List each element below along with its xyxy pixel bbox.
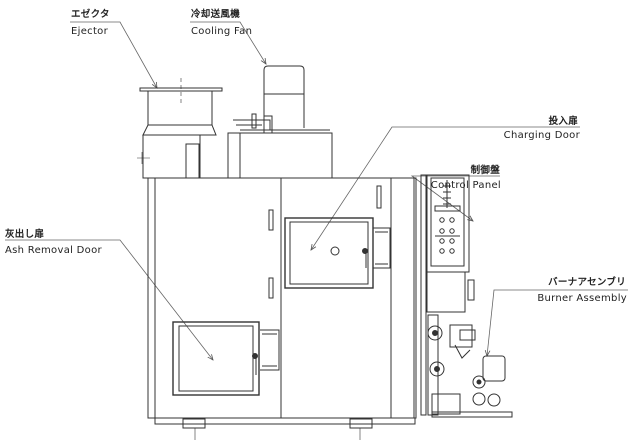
ash-removal-door-label: Ash Removal Door	[5, 245, 102, 256]
ejector-label: Ejector	[71, 26, 108, 37]
control-panel-drawing	[420, 174, 475, 416]
cooling-fan-label: Cooling Fan	[191, 26, 253, 37]
control-panel-label-jp: 制御盤	[470, 165, 500, 176]
ash-removal-door-label-jp: 灰出し扉	[5, 229, 45, 240]
charging-door-label-jp: 投入扉	[548, 116, 578, 127]
leader-lines	[5, 21, 628, 360]
charging-door-label: Charging Door	[503, 130, 580, 141]
ejector-label-jp: エゼクタ	[71, 9, 110, 20]
cooling-fan-drawing	[227, 65, 333, 179]
ejector-drawing	[137, 78, 223, 179]
control-panel-label: Control Panel	[430, 180, 501, 191]
burner-assembly-label-jp: バーナアセンブリ	[548, 277, 626, 288]
main-body-drawing	[147, 177, 417, 440]
burner-assembly-drawing	[427, 314, 513, 418]
burner-assembly-label: Burner Assembly	[537, 293, 627, 304]
cooling-fan-label-jp: 冷却送風機	[191, 9, 241, 20]
